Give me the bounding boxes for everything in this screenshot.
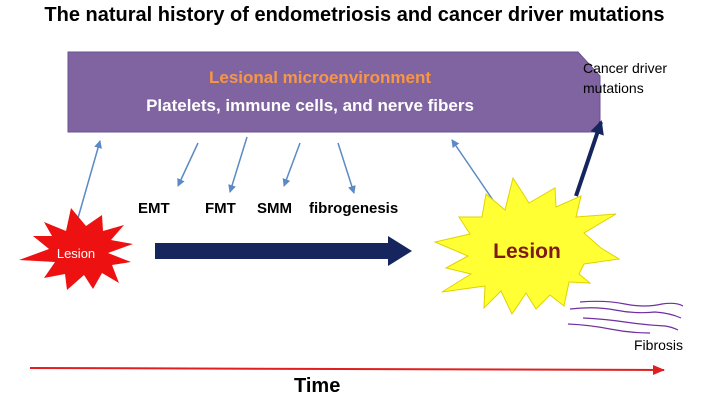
box-to-emt-arrow xyxy=(177,142,199,187)
fibrosis-line-2 xyxy=(569,307,682,319)
cancer-driver-arrow xyxy=(574,120,604,197)
mechanism-fmt: FMT xyxy=(205,200,236,217)
box-to-fibrogenesis-arrow xyxy=(337,142,356,194)
progression-arrow-head xyxy=(388,236,412,266)
time-label: Time xyxy=(294,375,341,397)
cancer-driver-label-line2: mutations xyxy=(583,80,644,96)
late-lesion-to-box-arrow xyxy=(451,139,498,207)
mechanism-emt: EMT xyxy=(138,200,170,217)
microenvironment-heading: Lesional microenvironment xyxy=(209,68,431,87)
early-lesion-burst xyxy=(19,208,133,290)
late-lesion-label: Lesion xyxy=(493,240,561,263)
early-lesion-to-box-arrow xyxy=(77,140,102,219)
box-to-fmt-arrow xyxy=(228,136,248,193)
fibrosis-line-4 xyxy=(567,323,651,334)
mechanism-fibrogenesis: fibrogenesis xyxy=(309,200,399,217)
box-to-smm-arrow xyxy=(282,142,301,187)
diagram-title: The natural history of endometriosis and… xyxy=(44,4,665,26)
microenvironment-box xyxy=(67,51,601,133)
fibrosis-label: Fibrosis xyxy=(634,337,684,353)
cancer-driver-label-line1: Cancer driver xyxy=(583,60,668,76)
fibrosis-line-3 xyxy=(582,317,679,331)
time-arrow xyxy=(29,364,665,375)
early-lesion-label: Lesion xyxy=(57,246,95,261)
late-lesion-burst xyxy=(433,176,621,316)
microenvironment-components: Platelets, immune cells, and nerve fiber… xyxy=(146,96,474,115)
mechanism-smm: SMM xyxy=(257,200,292,217)
fibrosis-line-1 xyxy=(579,300,684,307)
